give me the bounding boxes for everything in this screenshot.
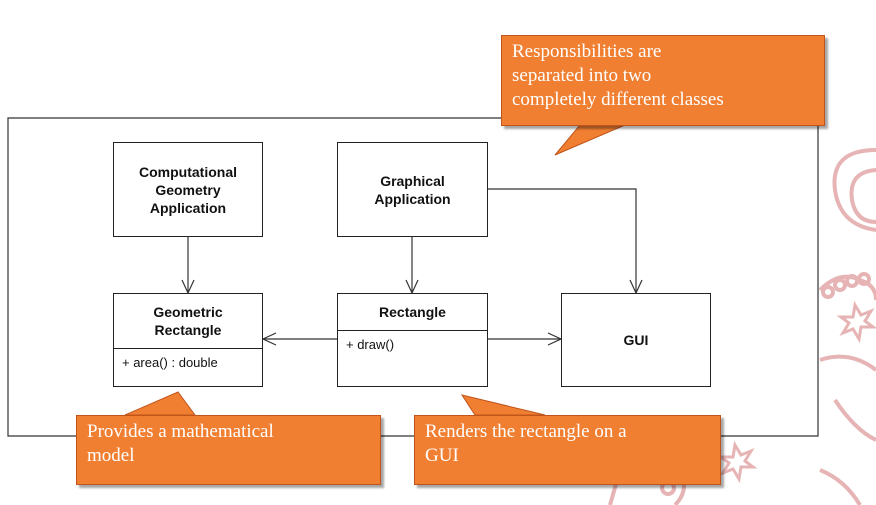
computational-geometry-label: Computational Geometry Application — [139, 163, 237, 216]
rectangle-name: Rectangle — [338, 294, 487, 331]
gui-box: GUI — [561, 293, 711, 387]
callout-left-tail — [124, 391, 196, 416]
geometric-rectangle-class: Geometric Rectangle + area() : double — [113, 293, 263, 387]
callout-top: Responsibilities are separated into two … — [501, 35, 825, 126]
callout-right-tail — [460, 394, 546, 416]
rectangle-class: Rectangle + draw() — [337, 293, 488, 387]
graphical-application-box: Graphical Application — [337, 142, 488, 237]
graphical-application-label: Graphical Application — [374, 172, 451, 207]
geometric-rectangle-member: + area() : double — [122, 355, 218, 370]
computational-geometry-box: Computational Geometry Application — [113, 142, 263, 237]
gui-label: GUI — [623, 332, 649, 348]
connector-graphical-to-gui — [487, 188, 637, 293]
rectangle-member: + draw() — [346, 337, 395, 352]
callout-top-tail — [554, 124, 626, 156]
callout-bottom-left: Provides a mathematical model — [76, 415, 381, 485]
geometric-rectangle-name: Geometric Rectangle — [114, 294, 262, 349]
callout-bottom-right: Renders the rectangle on a GUI — [414, 415, 721, 485]
